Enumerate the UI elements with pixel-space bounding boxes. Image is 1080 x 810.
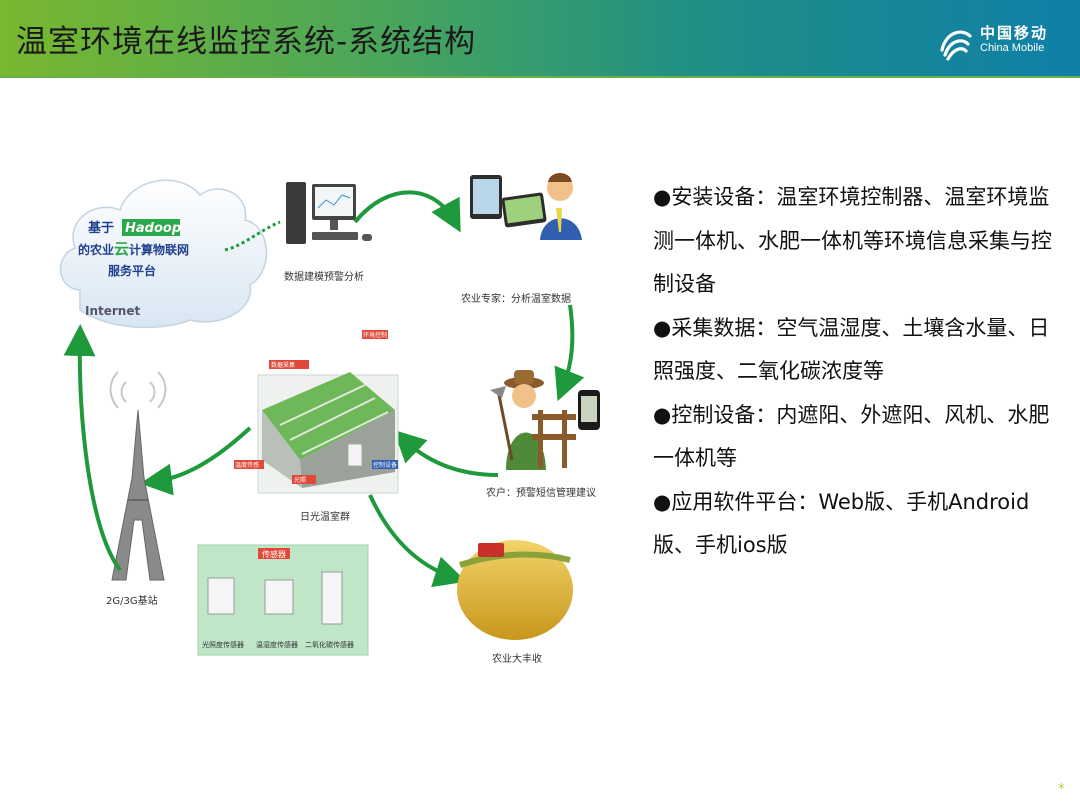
internet-label: Internet (85, 304, 140, 318)
harvest-label: 农业大丰收 (492, 652, 542, 665)
computer-icon (286, 182, 372, 244)
bullet-collected-data: ●采集数据：空气温湿度、土壤含水量、日照强度、二氧化碳浓度等 (653, 307, 1063, 394)
svg-text:控制设备: 控制设备 (373, 461, 397, 469)
bullet-install-devices: ●安装设备：温室环境控制器、温室环境监测一体机、水肥一体机等环境信息采集与控制设… (653, 176, 1063, 307)
cell-tower-icon (111, 372, 166, 580)
logo-chinese-text: 中国移动 (980, 22, 1048, 43)
farmer-icon (490, 370, 600, 470)
sensor-item-3: 二氧化碳传感器 (305, 640, 354, 649)
system-architecture-diagram: 基于 Hadoop 的农业云计算物联网 服务平台 Internet 数据建模预警… (50, 160, 610, 680)
svg-text:温度传感: 温度传感 (235, 461, 259, 469)
arrow-tower-cloud (80, 336, 120, 570)
feature-bullet-list: ●安装设备：温室环境控制器、温室环境监测一体机、水肥一体机等环境信息采集与控制设… (653, 176, 1063, 568)
cloud-platform: 基于 Hadoop 的农业云计算物联网 服务平台 Internet (61, 180, 267, 327)
bullet-software-platform: ●应用软件平台：Web版、手机Android版、手机ios版 (653, 481, 1063, 568)
sensor-item-2: 温湿度传感器 (256, 640, 298, 649)
sensor-item-1: 光照度传感器 (202, 640, 244, 649)
svg-text:数据采集: 数据采集 (271, 361, 295, 369)
china-mobile-logo-icon (936, 20, 976, 64)
expert-icon (470, 173, 582, 240)
arrow-greenhouse-tower (152, 428, 250, 482)
arrow-greenhouse-harvest (370, 495, 455, 578)
cloud-line1: 基于 (87, 220, 114, 236)
logo-english-text: China Mobile (980, 42, 1044, 54)
footer-mark: * (1058, 782, 1065, 797)
cloud-line2: 的农业云计算物联网 (78, 240, 189, 258)
china-mobile-logo: 中国移动 China Mobile (936, 20, 1066, 64)
svg-text:光照: 光照 (294, 476, 306, 484)
diagram-svg: 基于 Hadoop 的农业云计算物联网 服务平台 Internet 数据建模预警… (50, 160, 610, 680)
greenhouse-label: 日光温室群 (300, 510, 350, 523)
arrow-computer-expert (355, 192, 455, 222)
bullet-control-devices: ●控制设备：内遮阳、外遮阳、风机、水肥一体机等 (653, 394, 1063, 481)
greenhouse-group: 数据采集 环境控制 温度传感 光照 控制设备 (234, 330, 398, 493)
sensor-box-title: 传感器 (262, 549, 286, 559)
svg-text:环境控制: 环境控制 (363, 331, 387, 339)
arrow-farmer-greenhouse (402, 438, 498, 475)
sensor-box: 传感器 光照度传感器 温湿度传感器 二氧化碳传感器 (198, 545, 368, 655)
harvest-field-image (457, 540, 573, 640)
header-banner: 温室环境在线监控系统-系统结构 中国移动 China Mobile (0, 0, 1080, 78)
cloud-line3: 服务平台 (108, 263, 156, 278)
computer-label: 数据建模预警分析 (284, 270, 364, 283)
farmer-label: 农户：预警短信管理建议 (486, 486, 596, 499)
arrow-expert-farmer (562, 305, 572, 390)
expert-label: 农业专家：分析温室数据 (461, 292, 571, 305)
tower-label: 2G/3G基站 (106, 594, 158, 607)
page-title: 温室环境在线监控系统-系统结构 (16, 16, 476, 61)
hadoop-text: Hadoop (125, 221, 181, 236)
